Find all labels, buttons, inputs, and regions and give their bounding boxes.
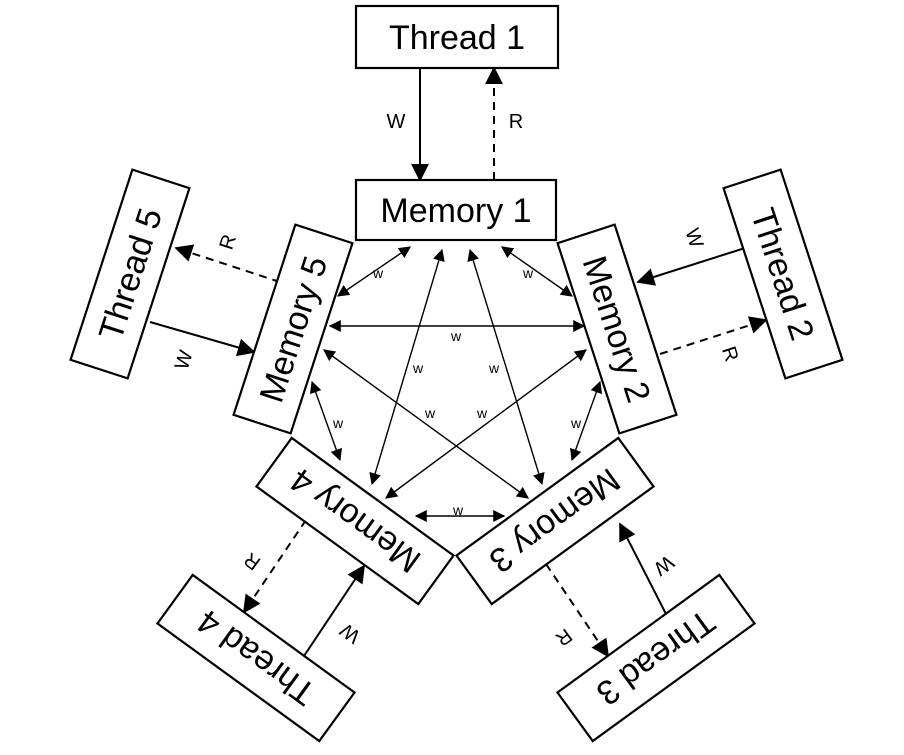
edge-label-w: w bbox=[424, 405, 436, 421]
write-arrow-thread4 bbox=[303, 564, 365, 657]
thread-1-node: Thread 1 bbox=[354, 4, 560, 70]
edge-label-r-thread3: R bbox=[551, 624, 576, 650]
edge-m1-m3 bbox=[467, 248, 545, 486]
edge-label-r-thread1: R bbox=[509, 111, 523, 133]
thread-2-node: Thread 2 bbox=[722, 168, 844, 380]
edge-label-w-thread3: W bbox=[649, 550, 677, 579]
edge-label-w-thread1: W bbox=[387, 111, 406, 133]
edge-label-w: w bbox=[476, 405, 488, 421]
edge-label-r-thread5: R bbox=[216, 232, 241, 253]
edge-label-w: w bbox=[452, 502, 464, 518]
write-arrow-thread3 bbox=[619, 522, 667, 615]
write-arrow-thread5 bbox=[149, 321, 256, 357]
memory-1-node: Memory 1 bbox=[354, 178, 558, 242]
read-arrow-thread2 bbox=[659, 316, 768, 355]
edge-label-w: w bbox=[522, 265, 534, 281]
edge-label-w: w bbox=[570, 415, 582, 431]
thread-ring: Thread 1 Thread 2 Thread 3 Thread 4 Thre… bbox=[69, 4, 844, 743]
edge-label-r-thread2: R bbox=[717, 344, 742, 365]
edge-label-w: w bbox=[332, 415, 344, 431]
edge-label-w: w bbox=[488, 360, 500, 376]
read-arrow-thread4 bbox=[242, 519, 307, 614]
memory-ring: Memory 1 Memory 2 Memory 3 Memory 4 Memo… bbox=[232, 178, 678, 606]
memory-2-node: Memory 2 bbox=[556, 223, 678, 435]
memory-5-node: Memory 5 bbox=[232, 223, 354, 435]
edge-label-w-thread4: W bbox=[336, 618, 364, 647]
edge-label-w: w bbox=[412, 360, 424, 376]
edge-label-w: w bbox=[372, 265, 384, 281]
write-arrow-thread2 bbox=[636, 247, 746, 286]
edge-label-w-thread5: W bbox=[171, 348, 198, 373]
read-arrow-thread5 bbox=[174, 244, 281, 283]
replication-arrows bbox=[310, 246, 602, 522]
replication-labels: w w w w w w w w w w bbox=[332, 265, 582, 518]
thread-5-node: Thread 5 bbox=[69, 168, 191, 380]
thread-3-node: Thread 3 bbox=[555, 573, 757, 743]
edge-label-r-thread4: R bbox=[240, 548, 265, 574]
thread-1-label: Thread 1 bbox=[389, 19, 525, 57]
thread-4-node: Thread 4 bbox=[155, 573, 357, 743]
memory-1-label: Memory 1 bbox=[380, 192, 531, 230]
read-arrow-thread3 bbox=[545, 563, 610, 658]
edge-label-w-thread2: W bbox=[680, 226, 707, 251]
edge-label-w: w bbox=[450, 328, 462, 344]
thread-memory-arrows bbox=[149, 66, 768, 658]
edge-m1-m4 bbox=[369, 248, 445, 486]
edge-m5-m3 bbox=[323, 349, 529, 499]
